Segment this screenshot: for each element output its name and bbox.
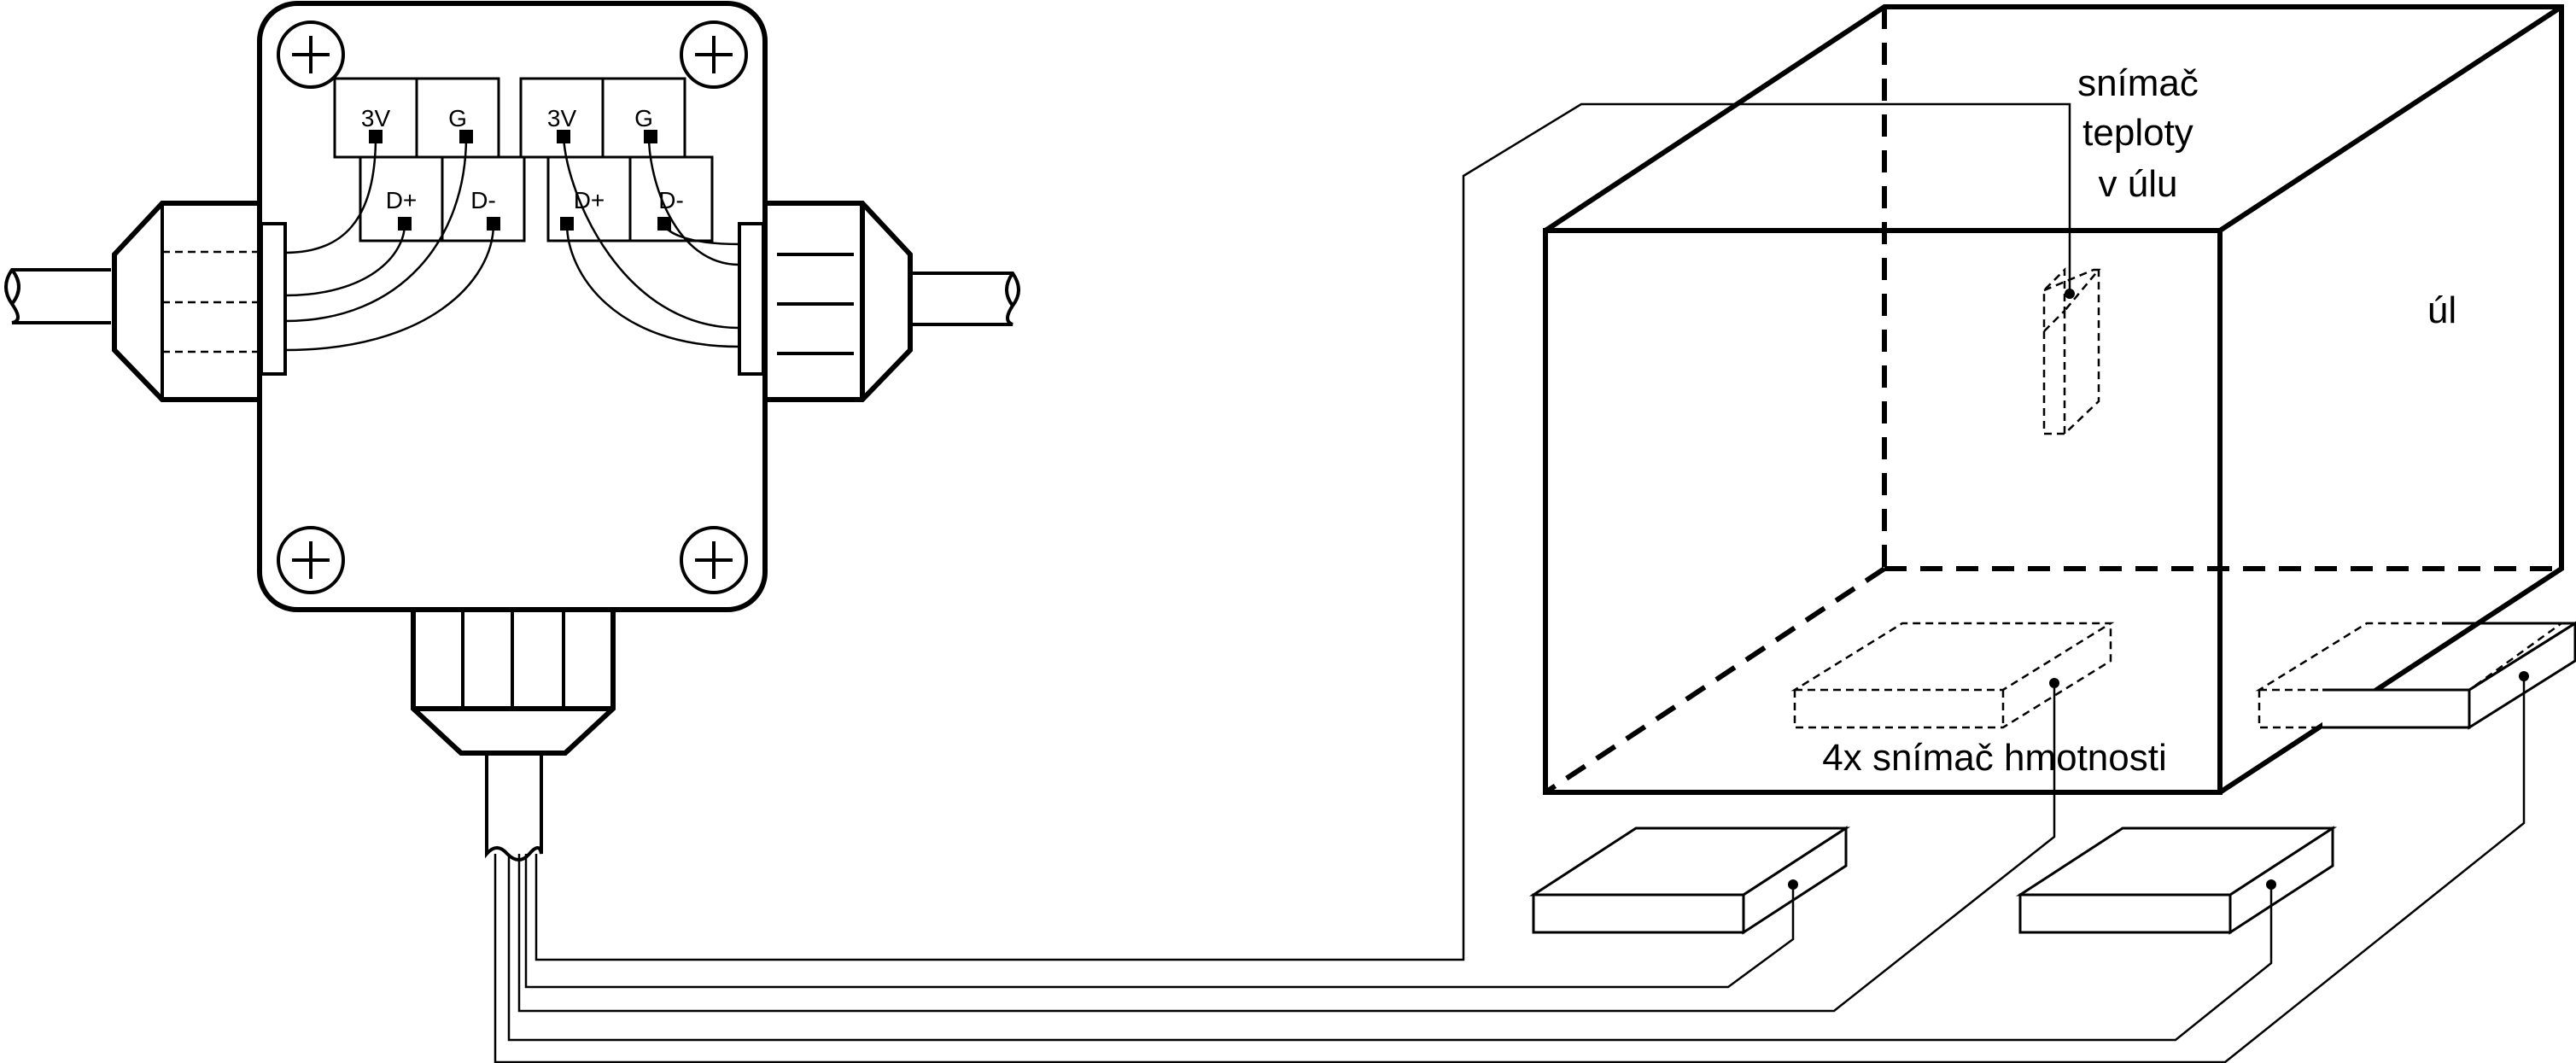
terminal-label-left-dplus: D+ [386, 187, 418, 213]
screw-top-right [680, 20, 748, 89]
terminal-block-right [519, 77, 714, 242]
temp-sensor-label-line2: teploty [2082, 112, 2193, 154]
weight-sensor-3 [2015, 826, 2338, 935]
terminal-label-right-dplus: D+ [574, 187, 605, 213]
temp-sensor-label-line1: snímač [2077, 62, 2199, 104]
weight-sensor-4 [2255, 621, 2576, 730]
hive-cube [1543, 4, 2564, 795]
screw-top-left [277, 20, 345, 89]
screw-bottom-left [277, 526, 345, 594]
screw-bottom-right [680, 526, 748, 594]
weight-sensor-2 [1528, 826, 1851, 935]
temp-sensor-label-line3: v úlu [2099, 163, 2178, 205]
weight-sensor-hidden-1 [1790, 622, 2115, 729]
hive-label: úl [2427, 289, 2456, 331]
bottom-cable [485, 753, 543, 861]
terminal-label-left-dminus: D- [470, 187, 496, 213]
terminal-block-left [333, 77, 526, 242]
weight-sensors-label: 4x snímač hmotnosti [1822, 737, 2167, 779]
terminal-label-right-g: G [634, 105, 653, 131]
right-cable-gland [762, 201, 913, 402]
right-cable [905, 272, 1020, 326]
internal-wires [284, 136, 740, 352]
terminal-label-right-3v: 3V [547, 105, 577, 131]
temperature-sensor [2042, 266, 2101, 435]
left-cable-gland [112, 201, 264, 402]
external-wires [494, 102, 2526, 1063]
terminal-label-left-g: G [448, 105, 467, 131]
left-cable [4, 268, 111, 324]
terminal-label-left-3v: 3V [361, 105, 391, 131]
